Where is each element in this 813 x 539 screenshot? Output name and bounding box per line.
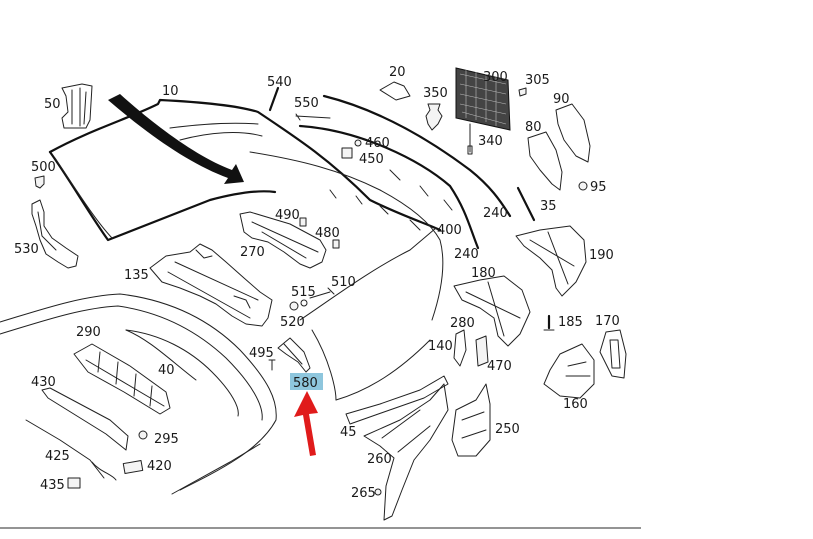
- part-290-frame: [73, 343, 171, 415]
- label-490: 490: [275, 208, 300, 223]
- part-520-nut: [289, 301, 299, 311]
- label-470: 470: [487, 359, 512, 374]
- part-240-trim-strip: [322, 94, 512, 218]
- label-140: 140: [428, 339, 453, 354]
- label-550: 550: [294, 96, 319, 111]
- label-50: 50: [44, 97, 61, 112]
- part-250-bracket: [451, 383, 491, 457]
- label-510: 510: [331, 275, 356, 290]
- label-80: 80: [525, 120, 542, 135]
- part-550-rivet: [295, 113, 331, 121]
- part-540-rod: [268, 86, 280, 112]
- part-420-module: [122, 460, 144, 474]
- direction-arrow-icon: [108, 94, 244, 184]
- part-190-bracket: [515, 225, 587, 297]
- part-10-bumper-cover: [48, 98, 442, 242]
- part-135-carrier: [149, 243, 273, 327]
- label-250: 250: [495, 422, 520, 437]
- label-170: 170: [595, 314, 620, 329]
- label-35: 35: [540, 199, 557, 214]
- part-50-bracket: [61, 83, 93, 129]
- label-240-upper: 240: [483, 206, 508, 221]
- label-280: 280: [450, 316, 475, 331]
- part-170-ring: [599, 329, 627, 379]
- part-480-clip: [332, 239, 340, 249]
- part-510-bolt: [309, 287, 335, 299]
- highlighted-part-label: 580: [290, 373, 323, 391]
- part-300-mesh-grille: [455, 67, 511, 131]
- label-40: 40: [158, 363, 175, 378]
- label-300: 300: [483, 70, 508, 85]
- part-450-clip: [341, 147, 353, 159]
- part-bumper-main-body: [249, 151, 453, 401]
- label-460: 460: [365, 136, 390, 151]
- label-435: 435: [40, 478, 65, 493]
- part-40-lower-bumper: [0, 293, 277, 495]
- part-160-housing: [543, 343, 595, 399]
- label-350: 350: [423, 86, 448, 101]
- label-160: 160: [563, 397, 588, 412]
- part-270-reinforcement: [239, 211, 327, 269]
- label-270: 270: [240, 245, 265, 260]
- label-420: 420: [147, 459, 172, 474]
- label-180: 180: [471, 266, 496, 281]
- part-425-wire: [25, 419, 117, 481]
- part-280-bracket: [453, 329, 467, 367]
- part-490-clip: [299, 217, 307, 227]
- label-90: 90: [553, 92, 570, 107]
- label-135: 135: [124, 268, 149, 283]
- part-90-panel: [555, 103, 591, 163]
- part-185-bolt: [543, 314, 555, 331]
- part-35-bracket: [516, 186, 536, 222]
- label-425: 425: [45, 449, 70, 464]
- label-295: 295: [154, 432, 179, 447]
- label-500: 500: [31, 160, 56, 175]
- label-540: 540: [267, 75, 292, 90]
- part-530-bracket: [31, 199, 79, 269]
- part-180-bracket: [453, 275, 531, 347]
- part-45-strip: [345, 375, 449, 425]
- label-480: 480: [315, 226, 340, 241]
- label-260: 260: [367, 452, 392, 467]
- part-305-screw: [518, 87, 527, 97]
- part-95-nut: [578, 181, 588, 191]
- part-260-bracket: [363, 383, 449, 521]
- highlight-box: [290, 373, 323, 390]
- label-20: 20: [389, 65, 406, 80]
- part-495-screw: [268, 359, 276, 371]
- label-495: 495: [249, 346, 274, 361]
- part-500-clip: [34, 175, 45, 189]
- part-20-bracket: [379, 81, 411, 101]
- label-305: 305: [525, 73, 550, 88]
- label-95: 95: [590, 180, 607, 195]
- part-515-washer: [300, 299, 308, 307]
- label-580: 580: [293, 376, 318, 391]
- label-265: 265: [351, 486, 376, 501]
- highlight-arrow-icon: [294, 391, 318, 456]
- label-10: 10: [162, 84, 179, 99]
- label-530: 530: [14, 242, 39, 257]
- label-520: 520: [280, 315, 305, 330]
- label-430: 430: [31, 375, 56, 390]
- part-340-pin: [467, 123, 473, 155]
- part-80-panel: [527, 131, 563, 191]
- part-435-connector: [67, 477, 81, 489]
- part-460-clip: [354, 139, 362, 147]
- part-350-clip: [425, 103, 443, 131]
- label-400: 400: [437, 223, 462, 238]
- label-45: 45: [340, 425, 357, 440]
- label-450: 450: [359, 152, 384, 167]
- label-240-lower: 240: [454, 247, 479, 262]
- part-265-screw: [374, 488, 382, 496]
- part-400-trim-strip: [298, 124, 480, 250]
- part-470-module: [475, 335, 489, 367]
- part-430-strip: [41, 387, 129, 451]
- label-290: 290: [76, 325, 101, 340]
- label-515: 515: [291, 285, 316, 300]
- label-190: 190: [589, 248, 614, 263]
- label-340: 340: [478, 134, 503, 149]
- part-580-bracket: [277, 337, 311, 373]
- label-185: 185: [558, 315, 583, 330]
- part-295-nut: [138, 430, 148, 440]
